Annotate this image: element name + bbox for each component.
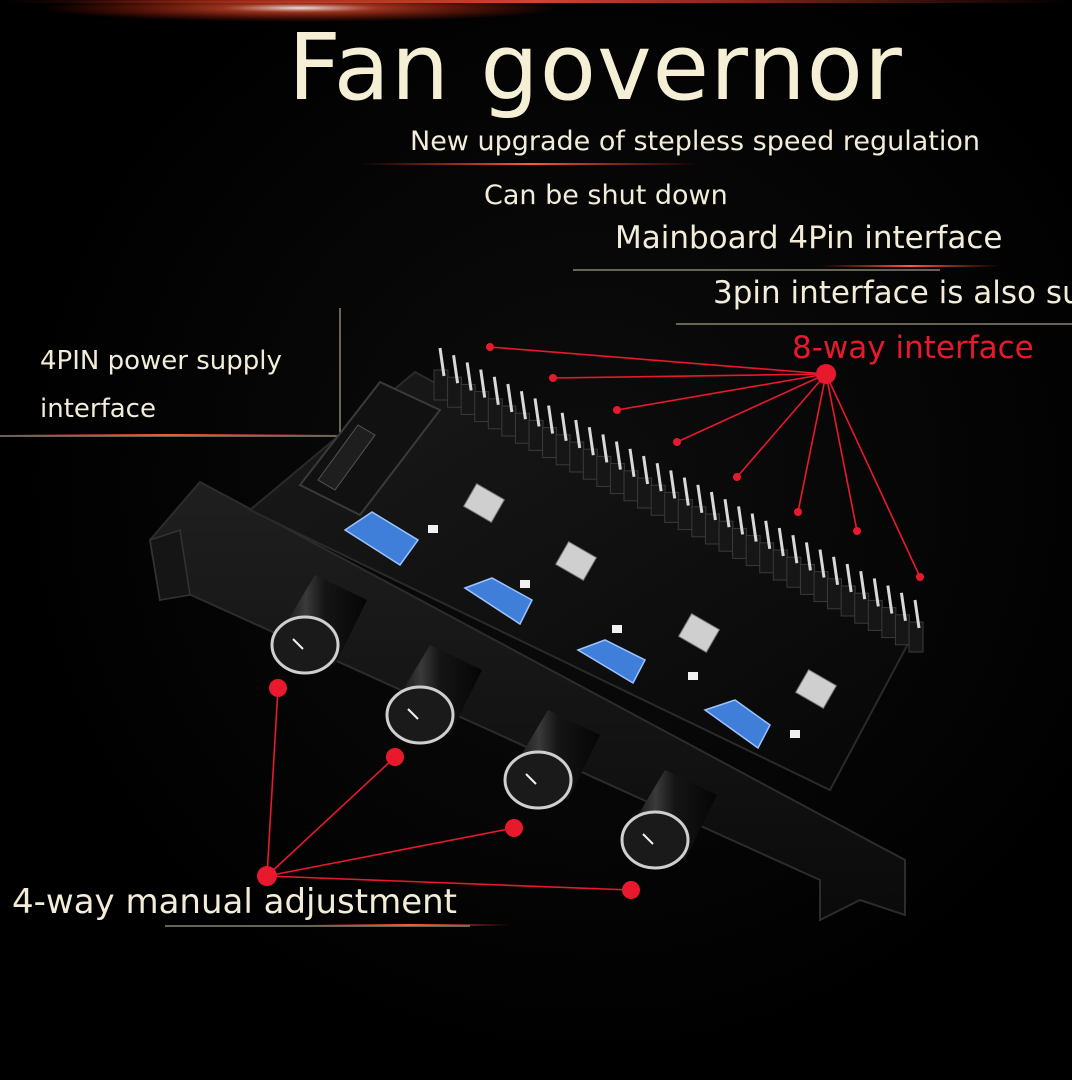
- header-pin: [886, 585, 894, 614]
- header-housing: [582, 448, 598, 480]
- header-housing: [745, 535, 761, 567]
- jumpers: [343, 511, 771, 750]
- header-pin: [845, 563, 853, 593]
- header-pin: [791, 534, 799, 564]
- eight-way-callout-dots: [486, 343, 924, 581]
- feature-8-way: 8-way interface: [792, 330, 1034, 366]
- header-pin: [669, 470, 677, 499]
- header-pin: [574, 419, 582, 449]
- feature-mainboard-4pin: Mainboard 4Pin interface: [615, 220, 1003, 256]
- header-pin: [479, 369, 487, 398]
- header-housing: [528, 419, 544, 451]
- header-housing: [501, 405, 517, 437]
- knobs: [270, 575, 717, 870]
- header-housing: [867, 599, 883, 631]
- header-housing: [840, 585, 856, 617]
- header-housing: [596, 455, 612, 487]
- feature-3pin: 3pin interface is also su: [713, 275, 1072, 311]
- header-housing: [609, 463, 625, 495]
- header-pin: [655, 462, 663, 492]
- header-housing: [447, 376, 463, 408]
- header-housing: [637, 477, 653, 509]
- header-pin: [628, 448, 636, 478]
- header-pin: [872, 578, 880, 607]
- header-housing: [813, 571, 829, 603]
- header-housing: [786, 556, 802, 588]
- header-housing: [894, 614, 910, 646]
- header-housing: [759, 542, 775, 574]
- adjustment-knob: [385, 645, 482, 745]
- header-housing: [433, 369, 449, 401]
- header-housing: [542, 427, 558, 459]
- header-pin: [601, 434, 609, 463]
- manual-adjustment-label: 4-way manual adjustment: [12, 882, 457, 922]
- header-housing: [732, 527, 748, 559]
- header-pin: [533, 398, 541, 427]
- header-housing: [908, 621, 924, 653]
- header-housing: [569, 441, 585, 473]
- pcb-board: [248, 370, 912, 792]
- header-pin: [832, 556, 840, 586]
- title: Fan governor: [288, 14, 903, 121]
- header-pin: [804, 542, 812, 571]
- header-pin: [547, 405, 555, 434]
- underlines: [0, 269, 1072, 927]
- header-pin: [465, 362, 473, 391]
- manual-callout-lines: [266, 687, 632, 891]
- header-pin: [438, 347, 446, 377]
- header-housing: [718, 520, 734, 552]
- light-flares: [0, 0, 1072, 926]
- header-pin: [818, 549, 826, 578]
- header-housing: [487, 398, 503, 430]
- adjustment-knob: [620, 770, 717, 870]
- header-housing: [772, 549, 788, 581]
- eight-way-callout-lines: [489, 346, 921, 578]
- header-housing: [854, 592, 870, 624]
- header-pin: [764, 520, 772, 550]
- header-housing: [677, 499, 693, 531]
- header-pin: [492, 376, 500, 406]
- header-pin: [696, 484, 704, 514]
- adjustment-knob: [270, 575, 367, 675]
- fan-header-pins: [433, 347, 924, 653]
- power-label-line1: 4PIN power supply: [40, 346, 282, 376]
- header-pin: [737, 506, 745, 535]
- header-pin: [750, 513, 758, 542]
- header-pin: [777, 527, 785, 557]
- header-pin: [452, 354, 460, 384]
- header-housing: [555, 434, 571, 466]
- adjustment-knob: [503, 710, 600, 810]
- power-label-line2: interface: [40, 394, 156, 424]
- header-pin: [859, 570, 867, 600]
- subtitle-stepless: New upgrade of stepless speed regulation: [410, 126, 980, 157]
- subtitle-shutdown: Can be shut down: [484, 180, 728, 211]
- header-housing: [474, 391, 490, 423]
- header-pin: [519, 390, 527, 420]
- header-pin: [506, 383, 514, 413]
- header-pin: [709, 491, 717, 521]
- header-housing: [691, 506, 707, 538]
- header-housing: [881, 607, 897, 639]
- header-housing: [799, 563, 815, 595]
- header-housing: [827, 578, 843, 610]
- header-pin: [560, 412, 568, 442]
- header-housing: [650, 484, 666, 516]
- header-pin: [614, 441, 622, 470]
- header-housing: [704, 513, 720, 545]
- header-housing: [514, 412, 530, 444]
- header-pin: [913, 599, 921, 629]
- header-housing: [664, 491, 680, 523]
- header-pin: [642, 455, 650, 485]
- header-pin: [723, 498, 731, 528]
- header-pin: [587, 426, 595, 456]
- header-pin: [899, 592, 907, 622]
- manual-callout-dots: [257, 679, 640, 899]
- header-housing: [460, 383, 476, 415]
- header-housing: [623, 470, 639, 502]
- header-pin: [682, 477, 690, 506]
